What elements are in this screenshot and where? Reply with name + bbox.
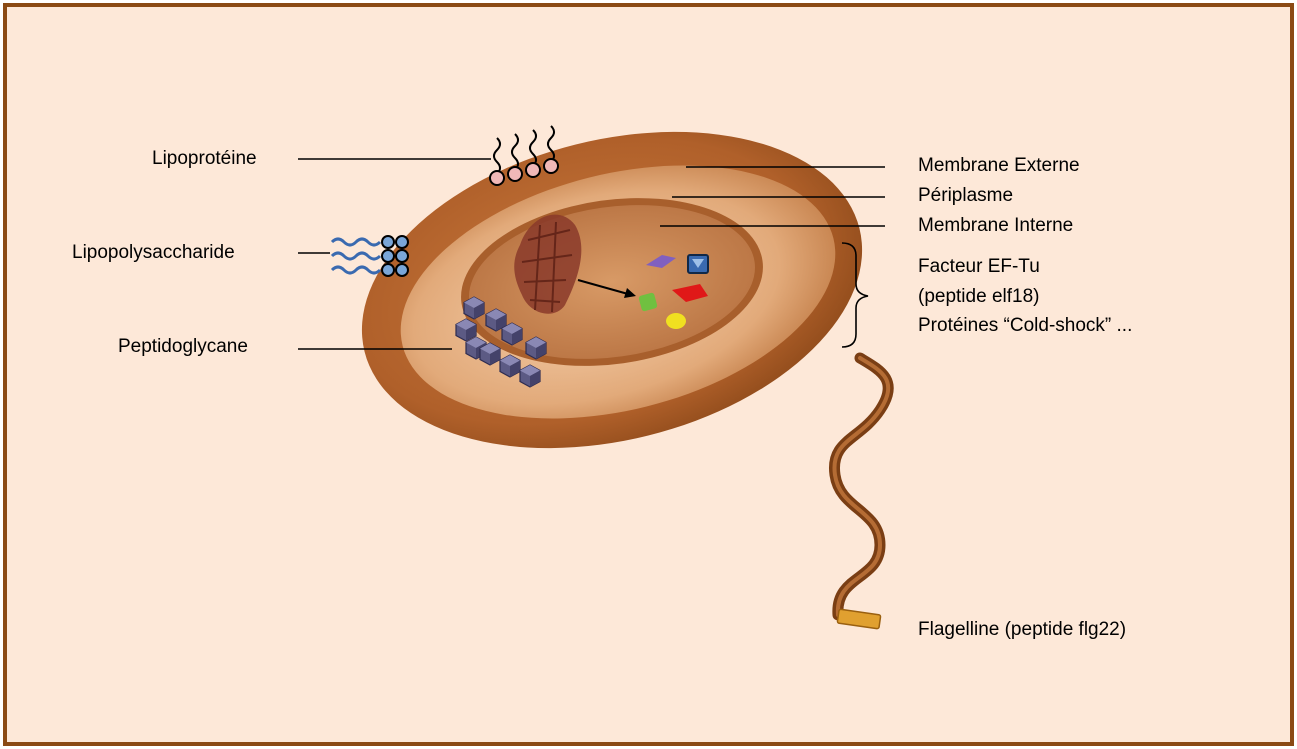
yellow-protein <box>666 313 686 329</box>
label-facteur-ef-tu: Facteur EF-Tu <box>918 256 1040 278</box>
label-peptide-elf18: (peptide elf18) <box>918 286 1039 308</box>
label-lipoproteine: Lipoprotéine <box>152 148 257 170</box>
label-lipopolysaccharide: Lipopolysaccharide <box>72 242 235 264</box>
label-peptidoglycane: Peptidoglycane <box>118 336 248 358</box>
label-membrane-externe: Membrane Externe <box>918 155 1080 177</box>
label-membrane-interne: Membrane Interne <box>918 215 1073 237</box>
lipopolysaccharide-cluster <box>332 236 408 276</box>
label-cold-shock: Protéines “Cold-shock” ... <box>918 315 1132 337</box>
label-periplasme: Périplasme <box>918 185 1013 207</box>
label-flagelline: Flagelline (peptide flg22) <box>918 619 1126 641</box>
